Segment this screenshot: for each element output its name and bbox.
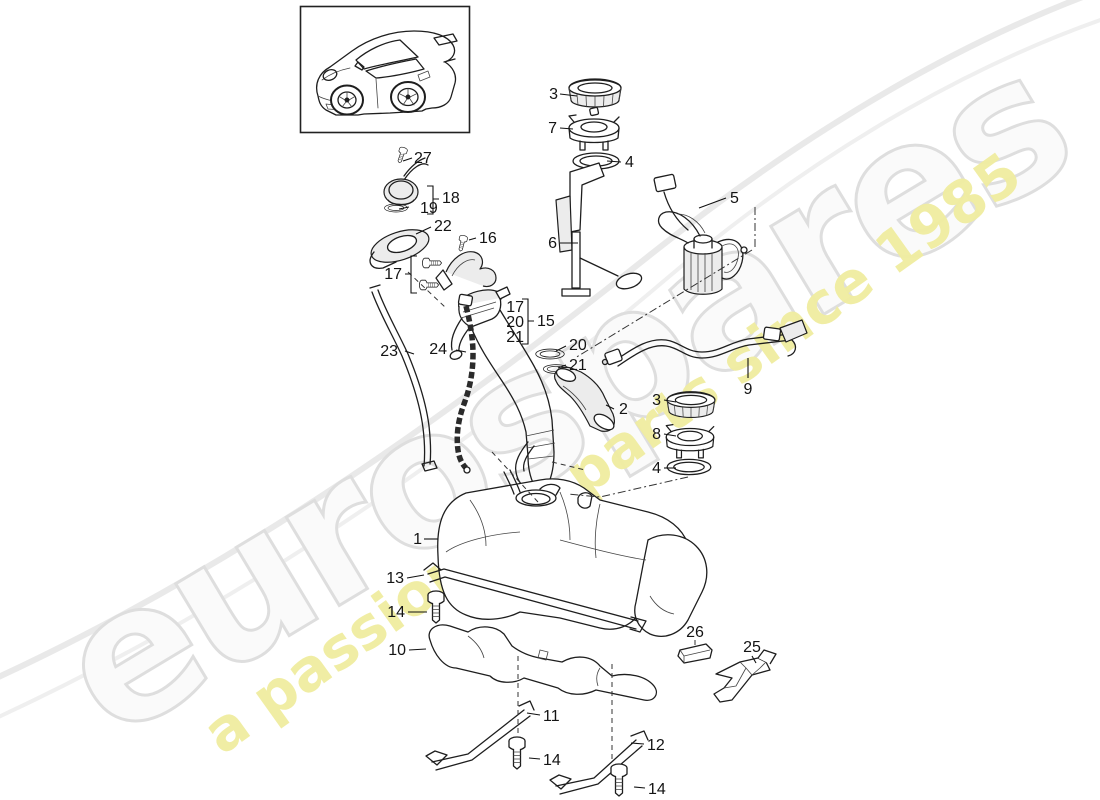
part-6-support-bracket bbox=[555, 162, 643, 297]
part-14-bolt-2 bbox=[508, 736, 526, 770]
callout-11-strap-left[interactable]: 11 bbox=[543, 708, 560, 725]
car-thumbnail bbox=[299, 5, 471, 134]
callout-26-pad[interactable]: 26 bbox=[686, 624, 704, 641]
part-2-filler-elbow bbox=[554, 366, 615, 432]
part-16-screw bbox=[456, 234, 469, 253]
callout-24-harness[interactable]: 24 bbox=[429, 341, 447, 358]
part-12-retaining-strap bbox=[549, 730, 649, 795]
part-22-flange bbox=[369, 229, 430, 269]
callout-25-bracket[interactable]: 25 bbox=[743, 639, 761, 656]
leader-lines bbox=[398, 93, 757, 789]
callout-22-flange[interactable]: 22 bbox=[434, 218, 452, 235]
callout-1-fuel-tank[interactable]: 1 bbox=[413, 531, 422, 548]
part-11-retaining-strap bbox=[425, 700, 535, 771]
callout-14-bolt-1[interactable]: 14 bbox=[387, 604, 405, 621]
part-18-fuel-cap bbox=[383, 157, 429, 206]
part-10-heat-shield bbox=[428, 624, 658, 701]
callout-13-tank-strap[interactable]: 13 bbox=[386, 570, 404, 587]
part-5-fuel-pump bbox=[653, 173, 748, 295]
part-3-lock-cap-left bbox=[568, 78, 622, 108]
part-25-support-bracket bbox=[713, 649, 777, 703]
callout-17-ingroup[interactable]: 17 bbox=[506, 299, 524, 316]
part-14-bolt-3 bbox=[610, 763, 628, 797]
callout-6-support-bracket[interactable]: 6 bbox=[548, 235, 557, 252]
callout-9-fuel-line[interactable]: 9 bbox=[744, 381, 753, 398]
part-23-vent-hose bbox=[369, 284, 438, 472]
callout-3-cap-left[interactable]: 3 bbox=[549, 86, 558, 103]
callout-14-bolt-2[interactable]: 14 bbox=[543, 752, 561, 769]
callout-3-cap-right[interactable]: 3 bbox=[652, 392, 661, 409]
callout-19-seal-ring[interactable]: 19 bbox=[420, 200, 438, 217]
callout-18-fuel-cap[interactable]: 18 bbox=[442, 190, 460, 207]
part-4-seal-right bbox=[666, 458, 712, 476]
callout-21-ring[interactable]: 21 bbox=[569, 357, 587, 374]
callout-17-screws[interactable]: 17 bbox=[384, 266, 402, 283]
part-17-screws-support bbox=[419, 251, 497, 291]
callout-12-strap-right[interactable]: 12 bbox=[647, 737, 665, 754]
callout-8-fuel-sender[interactable]: 8 bbox=[652, 426, 661, 443]
callout-2-filler-elbow[interactable]: 2 bbox=[619, 401, 628, 418]
callout-7-sender-flange[interactable]: 7 bbox=[548, 120, 557, 137]
assembly-reference-lines bbox=[407, 207, 756, 760]
part-7-sender-flange bbox=[568, 106, 620, 151]
callout-23-vent-hose[interactable]: 23 bbox=[380, 343, 398, 360]
part-24-harness bbox=[454, 293, 476, 474]
callout-16-screw[interactable]: 16 bbox=[479, 230, 497, 247]
callout-27-screw[interactable]: 27 bbox=[414, 150, 432, 167]
part-9-fuel-line bbox=[601, 319, 808, 367]
part-27-screw bbox=[395, 145, 409, 165]
part-26-buffer-pad bbox=[677, 643, 713, 664]
callout-15-filler-group[interactable]: 15 bbox=[537, 313, 555, 330]
part-13-tank-strap bbox=[423, 562, 647, 633]
callout-10-heat-shield[interactable]: 10 bbox=[388, 642, 406, 659]
callout-4-seal-right[interactable]: 4 bbox=[652, 460, 661, 477]
callout-labels: 1 2 3 3 4 4 5 6 7 8 9 10 11 12 13 14 14 … bbox=[380, 86, 761, 798]
callout-20-seal[interactable]: 20 bbox=[569, 337, 587, 354]
callout-5-fuel-pump[interactable]: 5 bbox=[730, 190, 739, 207]
part-3-lock-cap-right bbox=[666, 391, 716, 419]
callout-14-bolt-3[interactable]: 14 bbox=[648, 781, 666, 798]
callout-21-ingroup[interactable]: 21 bbox=[506, 329, 524, 346]
callout-4-seal-left[interactable]: 4 bbox=[625, 154, 634, 171]
callout-20-ingroup[interactable]: 20 bbox=[506, 314, 524, 331]
